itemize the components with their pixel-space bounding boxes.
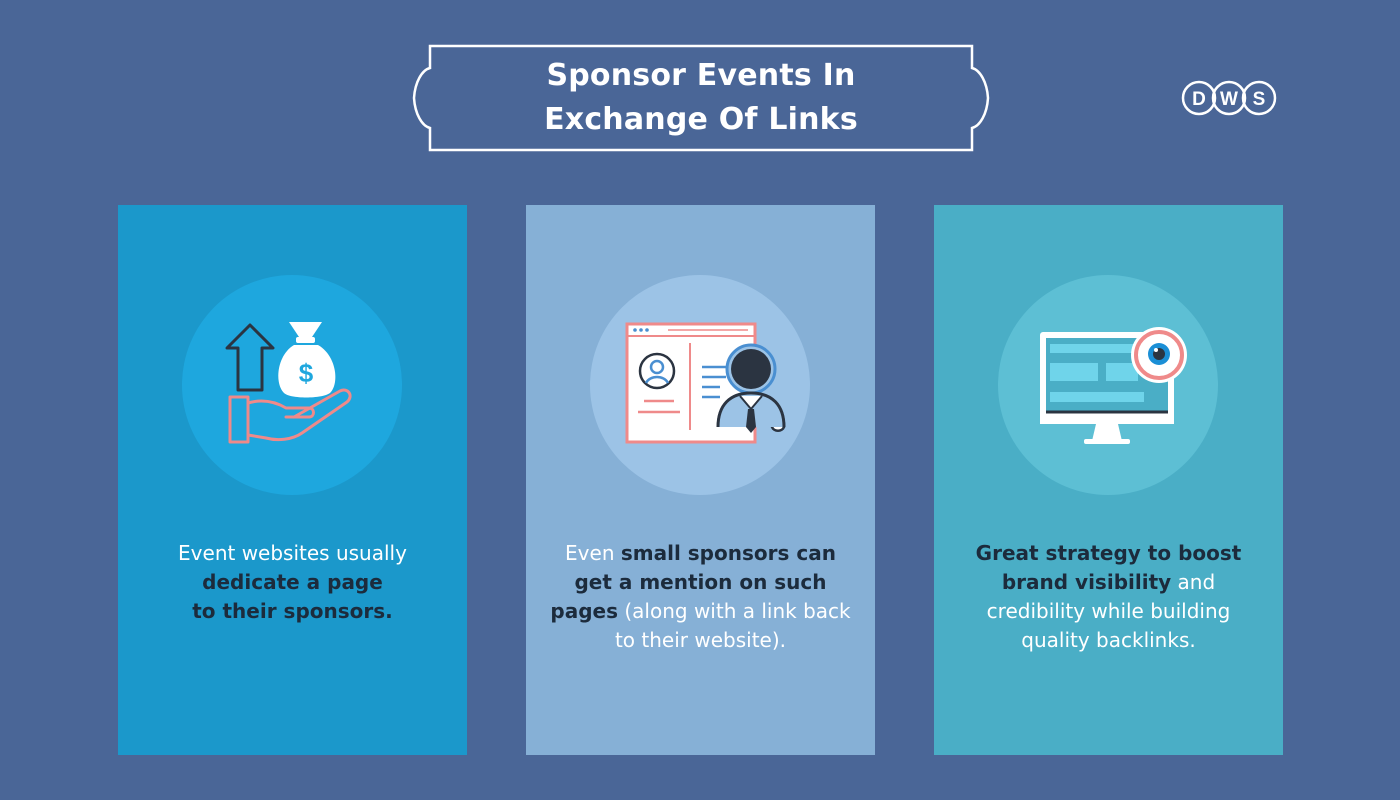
desc-part: (along with a link back to their website… <box>614 599 851 652</box>
title-frame-border <box>412 44 990 152</box>
dws-logo: D W S <box>1181 80 1277 116</box>
desc-bold-part: small sponsors can get a mention on such… <box>550 541 836 623</box>
page-title: Sponsor Events In Exchange Of Links <box>412 44 990 152</box>
money-bag-hand-icon: $ <box>225 322 352 444</box>
desc-bold-part: to their sponsors. <box>192 599 393 623</box>
card-description: Event websites usually dedicate a page t… <box>138 539 447 626</box>
card-dedicate-page: $ Event websites usually dedicate a page… <box>118 205 467 755</box>
title-line-1: Sponsor Events In <box>546 58 856 93</box>
desc-part: Even <box>565 541 621 565</box>
icon-circle <box>998 275 1218 495</box>
card-description: Great strategy to boost brand visibility… <box>954 539 1263 655</box>
monitor-eye-visibility-icon <box>1040 327 1187 444</box>
card-description: Even small sponsors can get a mention on… <box>546 539 855 655</box>
card-small-sponsors: Even small sponsors can get a mention on… <box>526 205 875 755</box>
title-line-2: Exchange Of Links <box>544 102 858 137</box>
card-brand-visibility: Great strategy to boost brand visibility… <box>934 205 1283 755</box>
desc-part: Event websites usually <box>178 541 407 565</box>
icon-circle: $ <box>182 275 402 495</box>
svg-text:W: W <box>1220 89 1238 110</box>
sponsor-profile-page-icon <box>625 322 786 444</box>
svg-text:S: S <box>1253 89 1266 110</box>
title-banner: Sponsor Events In Exchange Of Links <box>412 44 990 152</box>
desc-part: and credibility while building quality b… <box>986 570 1231 652</box>
desc-bold-part: dedicate a page <box>202 570 383 594</box>
svg-text:$: $ <box>299 358 314 388</box>
svg-text:D: D <box>1192 89 1206 110</box>
desc-bold-part: Great strategy to boost brand visibility <box>975 541 1242 594</box>
icon-circle <box>590 275 810 495</box>
